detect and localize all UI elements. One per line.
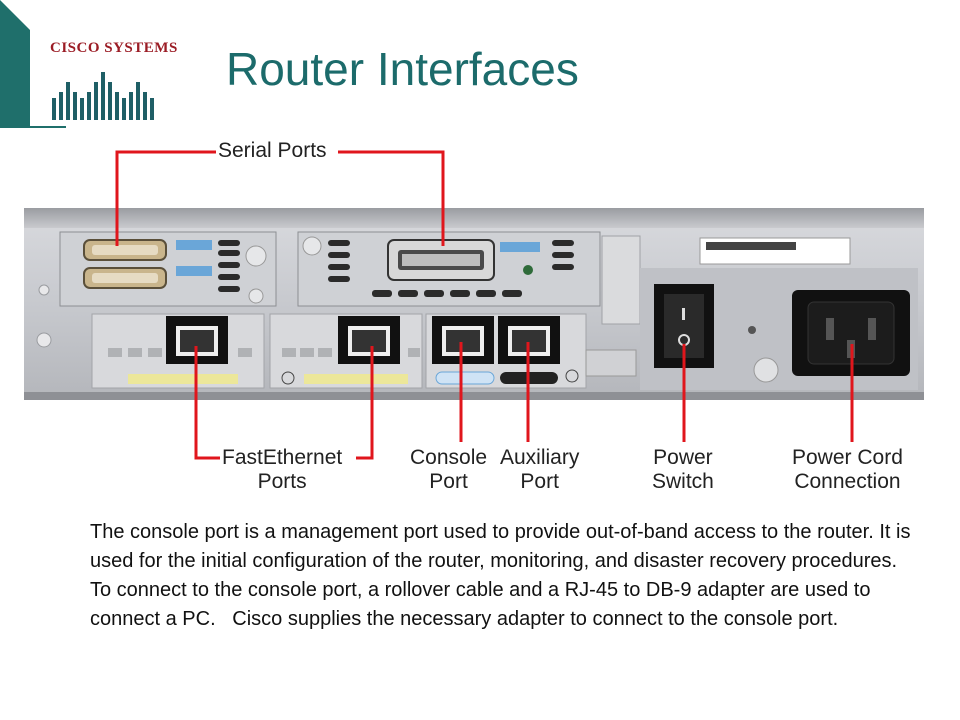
serial-port-smart — [387, 239, 495, 281]
product-label — [601, 235, 851, 325]
callout-line-serial-right — [338, 150, 445, 246]
serial-port-0 — [83, 239, 167, 261]
callout-line-fe-right — [356, 346, 374, 460]
label-console-port: Console Port — [410, 446, 488, 493]
corner-underline — [0, 126, 66, 128]
fastethernet-port-1 — [338, 316, 400, 364]
label-serial-ports: Serial Ports — [218, 139, 327, 162]
console-port — [432, 316, 494, 364]
body-text: The console port is a management port us… — [90, 518, 946, 634]
label-auxiliary-port: Auxiliary Port — [500, 446, 580, 493]
label-power-cord-connection: Power Cord Connection — [792, 446, 903, 493]
body-paragraph-2: To connect to the console port, a rollov… — [90, 579, 877, 630]
cisco-logo: CISCO SYSTEMS — [50, 40, 178, 122]
serial-port-1 — [83, 267, 167, 289]
body-paragraph-1: The console port is a management port us… — [90, 521, 911, 572]
page-title: Router Interfaces — [226, 43, 579, 95]
callout-line-serial-left — [115, 150, 216, 246]
label-fastethernet-ports: FastEthernet Ports — [222, 446, 343, 493]
callout-line-fe-left — [194, 346, 220, 460]
corner-accent — [0, 0, 30, 128]
logo-text: CISCO SYSTEMS — [50, 40, 178, 56]
router-diagram — [24, 150, 924, 460]
logo-bars-icon — [52, 72, 154, 120]
label-power-switch: Power Switch — [652, 446, 714, 493]
power-cord-socket — [792, 290, 910, 376]
